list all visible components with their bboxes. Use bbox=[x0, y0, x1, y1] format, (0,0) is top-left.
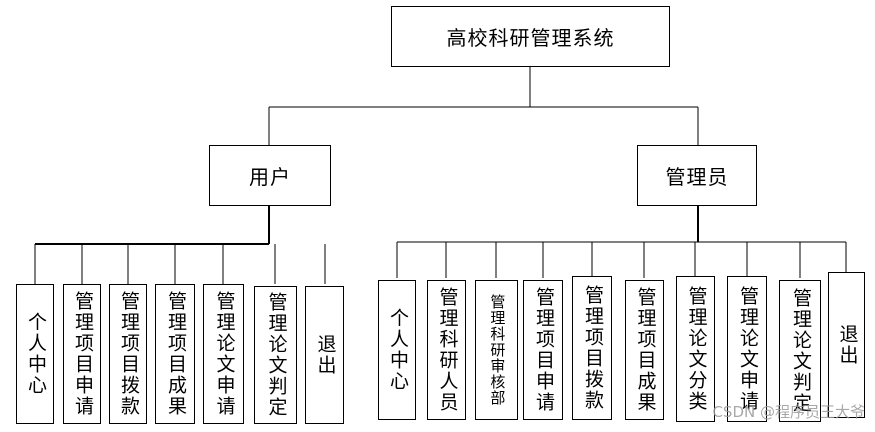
root-node-label: 高校科研管理系统 bbox=[446, 26, 615, 50]
user-leaf-7-label: 退出 bbox=[314, 334, 337, 376]
user-leaf-7: 退出 bbox=[305, 286, 344, 424]
user-leaf-1-label: 个人中心 bbox=[24, 312, 47, 396]
user-leaf-1: 个人中心 bbox=[16, 284, 54, 424]
watermark: CSDN @程序员王大爷 bbox=[712, 403, 865, 421]
admin-leaf-1: 个人中心 bbox=[378, 280, 416, 420]
admin-leaf-7-label: 管理论文分类 bbox=[685, 286, 708, 412]
user-leaf-3-label: 管理项目拨款 bbox=[117, 291, 140, 417]
admin-leaf-9-label: 管理论文判定 bbox=[789, 288, 812, 414]
admin-leaf-9: 管理论文判定 bbox=[779, 280, 821, 422]
admin-leaf-3-label: 管理科研审核部 bbox=[488, 294, 507, 406]
user-leaf-6: 管理论文判定 bbox=[254, 286, 297, 424]
group-node-admin: 管理员 bbox=[637, 145, 757, 206]
user-leaf-6-label: 管理论文判定 bbox=[265, 292, 288, 418]
user-leaf-3: 管理项目拨款 bbox=[109, 284, 147, 424]
admin-leaf-4-label: 管理项目申请 bbox=[532, 287, 555, 413]
admin-leaf-1-label: 个人中心 bbox=[386, 308, 409, 392]
admin-leaf-10: 退出 bbox=[828, 272, 865, 418]
user-leaf-4-label: 管理项目成果 bbox=[164, 291, 187, 417]
admin-leaf-2: 管理科研人员 bbox=[427, 280, 466, 420]
admin-leaf-4: 管理项目申请 bbox=[523, 280, 563, 420]
admin-leaf-5-label: 管理项目拨款 bbox=[581, 285, 604, 411]
admin-leaf-2-label: 管理科研人员 bbox=[436, 287, 459, 413]
group-node-admin-label: 管理员 bbox=[665, 165, 729, 189]
admin-leaf-6-label: 管理项目成果 bbox=[634, 287, 657, 413]
user-leaf-2: 管理项目申请 bbox=[63, 284, 101, 424]
user-leaf-4: 管理项目成果 bbox=[155, 284, 195, 424]
user-leaf-2-label: 管理项目申请 bbox=[71, 291, 94, 417]
admin-leaf-8-label: 管理论文申请 bbox=[736, 286, 759, 412]
group-node-user: 用户 bbox=[209, 145, 331, 206]
group-node-user-label: 用户 bbox=[249, 165, 291, 189]
user-leaf-5: 管理论文申请 bbox=[203, 284, 244, 424]
admin-leaf-8: 管理论文申请 bbox=[727, 276, 767, 422]
root-node: 高校科研管理系统 bbox=[391, 6, 670, 67]
admin-leaf-10-label: 退出 bbox=[836, 324, 859, 366]
admin-leaf-6: 管理项目成果 bbox=[625, 280, 664, 420]
admin-leaf-3: 管理科研审核部 bbox=[475, 280, 518, 420]
admin-leaf-7: 管理论文分类 bbox=[676, 276, 715, 422]
admin-leaf-5: 管理项目拨款 bbox=[572, 276, 612, 420]
user-leaf-5-label: 管理论文申请 bbox=[213, 291, 236, 417]
